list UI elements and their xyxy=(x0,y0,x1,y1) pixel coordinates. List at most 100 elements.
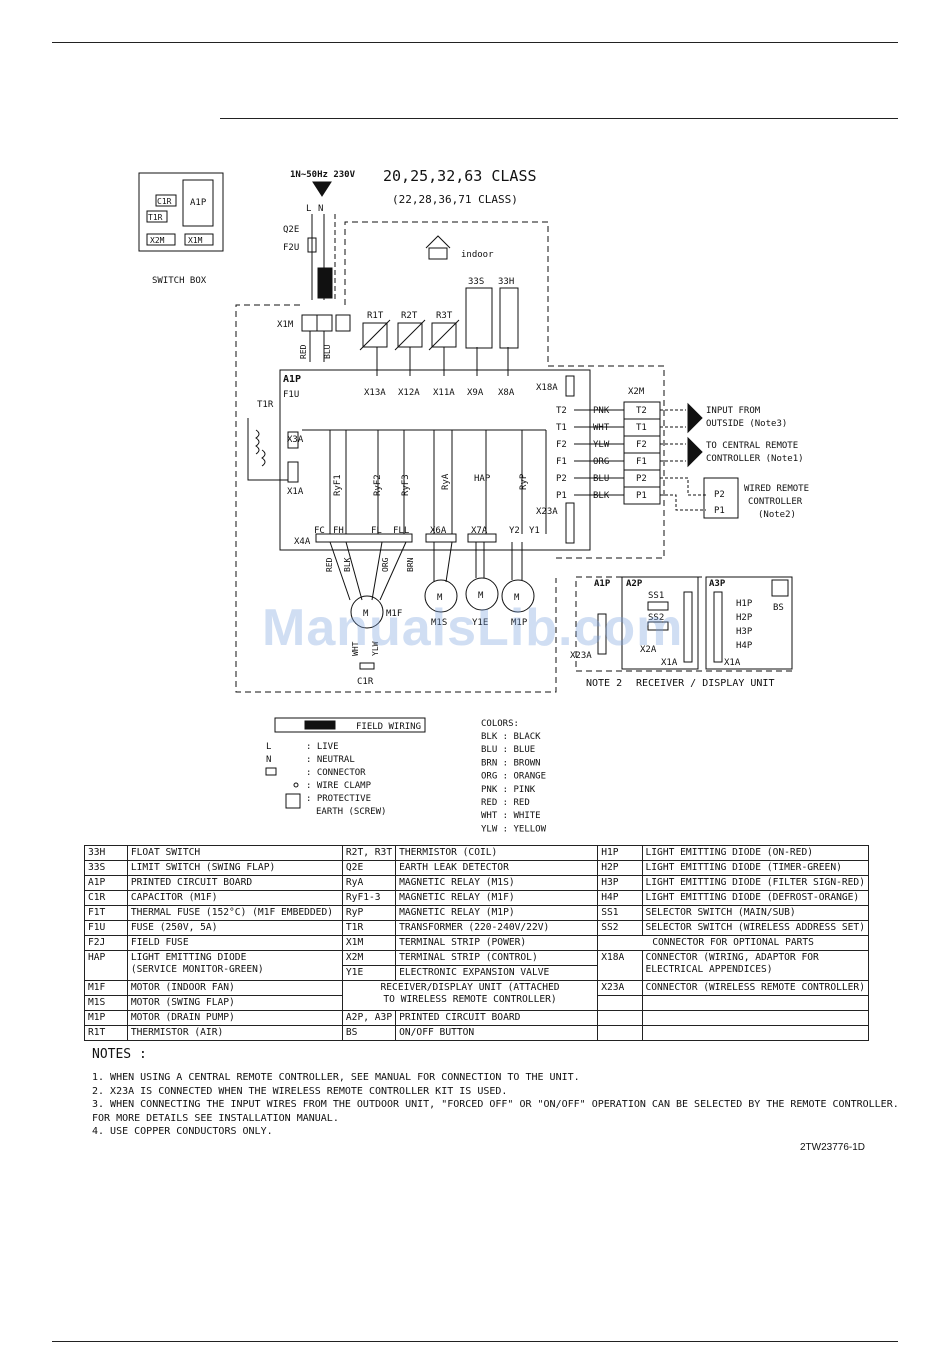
lbl-x2m: X2M xyxy=(628,387,645,397)
limit-switch-33s xyxy=(465,287,493,349)
lbl-f1u: F1U xyxy=(283,390,299,400)
table-cell: M1S xyxy=(84,995,128,1011)
table-cell: EARTH LEAK DETECTOR xyxy=(395,860,599,876)
switch-box-x1m xyxy=(184,233,214,246)
earth-screw-icon xyxy=(285,793,301,809)
table-cell-line: RECEIVER/DISPLAY UNIT (ATTACHED xyxy=(380,982,560,993)
lbl-a1p: A1P xyxy=(283,374,301,385)
terminal-pin: F2 xyxy=(556,440,567,450)
lbl-m1p-m: M xyxy=(514,593,520,603)
motor-m1p-icon xyxy=(501,579,535,613)
switch-box-x2m xyxy=(146,233,176,246)
table-cell: MOTOR (DRAIN PUMP) xyxy=(126,1010,343,1026)
lbl-m1s-m: M xyxy=(437,593,443,603)
table-cell: CONNECTOR (WIRELESS REMOTE CONTROLLER) xyxy=(641,980,869,996)
lbl-x1a: X1A xyxy=(287,487,304,497)
switch-box-t1r xyxy=(146,210,168,223)
terminal-wire-color: PNK xyxy=(593,406,610,416)
document-id: 2TW23776-1D xyxy=(800,1142,866,1153)
lbl-c1r: C1R xyxy=(357,677,374,687)
pcb-a3p xyxy=(705,576,793,670)
rcv-ss1: SS1 xyxy=(648,591,664,601)
table-cell: TERMINAL STRIP (CONTROL) xyxy=(395,950,599,966)
table-cell: RyA xyxy=(341,875,397,891)
sb-t1r: T1R xyxy=(148,213,163,222)
terminal-wire-color: BLU xyxy=(593,474,609,484)
connector-x6a xyxy=(425,533,457,543)
table-row: R1T THERMISTOR (AIR) BS ON/OFF BUTTON xyxy=(84,1025,869,1041)
table-cell xyxy=(641,995,869,1011)
rcv-unit: RECEIVER / DISPLAY UNIT xyxy=(636,678,774,689)
terminal-pin: T2 xyxy=(556,406,567,416)
note-line: 1. WHEN USING A CENTRAL REMOTE CONTROLLE… xyxy=(92,1072,580,1084)
rcv-x1a-2: X1A xyxy=(724,658,741,668)
table-cell: X2M xyxy=(341,950,397,966)
indoor-label: indoor xyxy=(461,250,494,260)
note-wired3: (Note2) xyxy=(758,510,796,520)
connector-x1a-a3p xyxy=(713,591,723,663)
lbl-x1m: X1M xyxy=(277,320,294,330)
lbl-x7a: X7A xyxy=(471,526,488,536)
note-line: FOR MORE DETAILS SEE INSTALLATION MANUAL… xyxy=(92,1112,339,1124)
lbl-x12a: X12A xyxy=(398,388,420,398)
color-code: BLK : BLACK xyxy=(481,732,541,742)
lbl-x18a: X18A xyxy=(536,383,558,393)
table-cell-line: LIGHT EMITTING DIODE xyxy=(130,952,247,963)
table-cell: CONNECTOR FOR OPTIONAL PARTS xyxy=(597,935,869,951)
table-cell: CAPACITOR (M1F) xyxy=(126,890,343,906)
rcv-a1p: A1P xyxy=(594,579,611,589)
lbl-x9a: X9A xyxy=(467,388,484,398)
legend-desc: : CONNECTOR xyxy=(306,768,366,778)
table-cell: M1P xyxy=(84,1010,128,1026)
terminal-wire-color: YLW xyxy=(593,440,610,450)
table-row: M1P MOTOR (DRAIN PUMP) A2P, A3P PRINTED … xyxy=(84,1010,869,1026)
switch-box-outline xyxy=(138,172,224,252)
fuse-f2u xyxy=(307,237,317,253)
table-cell: F1T xyxy=(84,905,128,921)
table-cell: LIMIT SWITCH (SWING FLAP) xyxy=(126,860,343,876)
legend-desc: EARTH (SCREW) xyxy=(316,807,386,817)
rcv-x23a: X23A xyxy=(570,651,592,661)
terminal-label: F2 xyxy=(636,440,647,450)
terminal-pin: F1 xyxy=(556,457,567,467)
table-cell: SS2 xyxy=(597,920,643,936)
wired-p1: P1 xyxy=(714,506,725,516)
table-cell: FUSE (250V, 5A) xyxy=(126,920,343,936)
connector-x23a-receiver xyxy=(597,613,607,655)
table-cell: LIGHT EMITTING DIODE (DEFROST-ORANGE) xyxy=(641,890,869,906)
table-cell: THERMAL FUSE (152°C) (M1F EMBEDDED) xyxy=(126,905,343,921)
lbl-n: N xyxy=(318,204,323,214)
table-cell: BS xyxy=(341,1025,397,1041)
legend-desc: : LIVE xyxy=(306,742,339,752)
legend-desc: : NEUTRAL xyxy=(306,755,355,765)
connector-x3a xyxy=(287,431,299,449)
lbl-33h: 33H xyxy=(498,277,514,287)
table-cell: A2P, A3P xyxy=(341,1010,397,1026)
lbl-r2t: R2T xyxy=(401,311,418,321)
note-wired2: CONTROLLER xyxy=(748,497,803,507)
terminal-pin: P1 xyxy=(556,491,567,501)
table-cell: MOTOR (INDOOR FAN) xyxy=(126,980,343,996)
bottom-rule xyxy=(52,1341,898,1342)
table-cell: PRINTED CIRCUIT BOARD xyxy=(126,875,343,891)
table-cell: ELECTRONIC EXPANSION VALVE xyxy=(395,965,599,981)
lbl-x4a: X4A xyxy=(294,537,311,547)
table-cell: 33S xyxy=(84,860,128,876)
switch-box-a1p xyxy=(182,179,214,227)
wire-clamp-symbol xyxy=(293,782,299,788)
sb-x1m: X1M xyxy=(188,236,203,245)
class-title: 20,25,32,63 CLASS xyxy=(383,167,537,185)
terminal-label: T2 xyxy=(636,406,647,416)
color-code: PNK : PINK xyxy=(481,785,536,795)
lbl-m1f-m: M xyxy=(363,609,369,619)
power-spec: 1N~50Hz 230V xyxy=(290,170,356,180)
rcv-a3p: A3P xyxy=(709,579,726,589)
table-cell: SELECTOR SWITCH (MAIN/SUB) xyxy=(641,905,869,921)
notes-title: NOTES : xyxy=(92,1047,147,1062)
lbl-r1t: R1T xyxy=(367,311,384,321)
motor-m1f-icon xyxy=(350,595,384,629)
field-wiring-box xyxy=(274,717,426,733)
note-input2: OUTSIDE (Note3) xyxy=(706,419,787,429)
